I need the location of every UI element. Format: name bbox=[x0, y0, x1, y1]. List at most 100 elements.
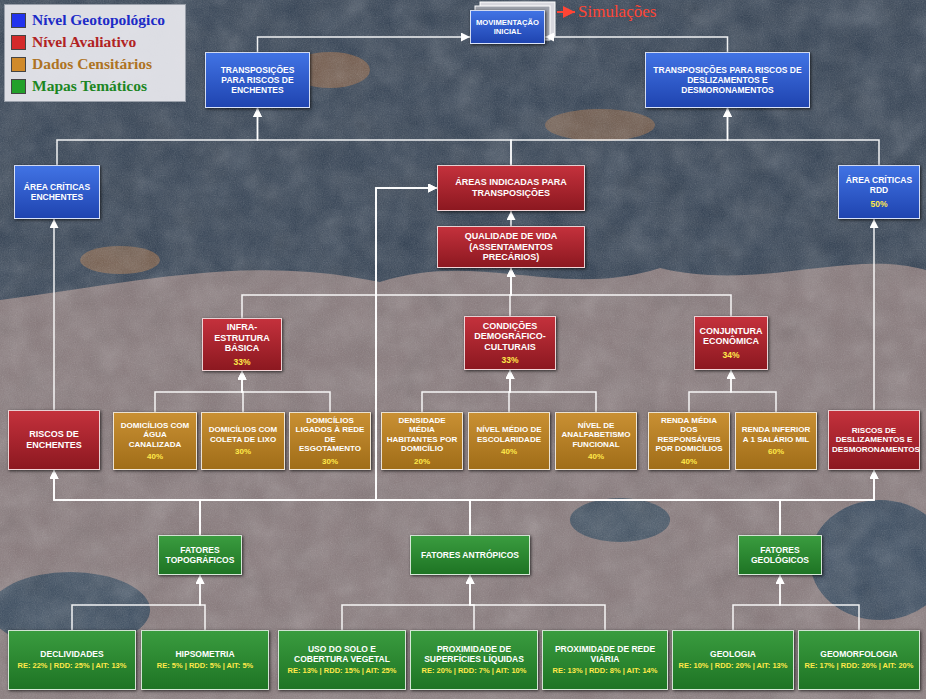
legend-item: Nível Geotopológico bbox=[11, 9, 179, 31]
connector bbox=[470, 575, 605, 630]
node-title: RENDA INFERIOR A 1 SALÁRIO MIL bbox=[739, 425, 813, 444]
connector bbox=[200, 470, 874, 535]
census-data-box: RENDA INFERIOR A 1 SALÁRIO MIL 60% bbox=[735, 412, 817, 470]
connector bbox=[57, 108, 258, 165]
connector bbox=[780, 470, 874, 535]
node-title: ÁREA CRÍTICAS ENCHENTES bbox=[18, 182, 96, 202]
legend-swatch bbox=[11, 57, 26, 72]
node-weight: 40% bbox=[147, 452, 163, 461]
node-weight: 40% bbox=[501, 447, 517, 456]
node-weight: 34% bbox=[722, 350, 739, 360]
node-weight: RE: 17% | RDD: 20% | AIT: 20% bbox=[805, 662, 914, 671]
node-title: GEOMORFOLOGIA bbox=[820, 649, 897, 659]
node-title: RISCOS DE DESLIZAMENTOS E DESMORONAMENTO… bbox=[832, 426, 916, 455]
evaluative-box: CONDIÇÕES DEMOGRÁFICO-CULTURAIS33% bbox=[464, 316, 556, 370]
thematic-map-box: DECLIVIDADES RE: 22% | RDD: 25% | AIT: 13… bbox=[8, 630, 136, 690]
geotopological-box: ÁREA CRÍTICAS RDD 50% bbox=[838, 165, 920, 219]
node-title: USO DO SOLO E COBERTURA VEGETAL bbox=[282, 644, 402, 664]
connector bbox=[510, 211, 512, 226]
node-weight: RE: 22% | RDD: 25% | AIT: 13% bbox=[18, 662, 127, 671]
node-weight: RE: 13% | RDD: 8% | AIT: 14% bbox=[553, 667, 658, 676]
node-title: DOMICÍLIOS COM ÁGUA CANALIZADA bbox=[117, 421, 193, 449]
node-title: ÁREA CRÍTICAS RDD bbox=[842, 175, 916, 195]
geotopological-box: ÁREA CRÍTICAS ENCHENTES bbox=[14, 165, 100, 219]
legend-item: Mapas Temáticos bbox=[11, 75, 179, 97]
connector bbox=[780, 575, 859, 630]
node-weight: 50% bbox=[870, 199, 887, 209]
thematic-map-box: HIPSOMETRIARE: 5% | RDD: 5% | AIT: 5% bbox=[141, 630, 269, 690]
thematic-map-box: PROXIMIDADE DE SUPERFÍCIES LÍQUIDASRE: 2… bbox=[410, 630, 538, 690]
legend-swatch bbox=[11, 79, 26, 94]
legend-swatch bbox=[11, 35, 26, 50]
census-data-box: DENSIDADE MÉDIA HABITANTES POR DOMICÍLIO… bbox=[381, 412, 463, 470]
node-weight: RE: 13% | RDD: 15% | AIT: 25% bbox=[288, 667, 397, 676]
node-weight: RE: 20% | RDD: 7% | AIT: 10% bbox=[422, 667, 527, 676]
connector bbox=[731, 370, 776, 412]
geotopological-box: TRANSPOSIÇÕES PARA RISCOS DE ENCHENTES bbox=[205, 52, 310, 108]
node-title: PROXIMIDADE DE REDE VIÁRIA bbox=[546, 644, 664, 664]
connector bbox=[342, 575, 470, 630]
node-title: DOMICÍLIOS COM COLETA DE LIXO bbox=[205, 425, 281, 444]
thematic-factor-box: FATORES ANTRÓPICOS bbox=[410, 535, 530, 575]
node-title: MOVIMENTAÇÃO INICIAL bbox=[474, 18, 541, 36]
census-data-box: RENDA MÉDIA DOS RESPONSÁVEIS POR DOMICÍL… bbox=[648, 412, 730, 470]
connector bbox=[72, 575, 200, 630]
node-title: NÍVEL DE ANALFABETISMO FUNCIONAL bbox=[559, 421, 633, 449]
census-data-box: DOMICÍLIOS COM COLETA DE LIXO30% bbox=[201, 412, 285, 470]
connector bbox=[54, 470, 470, 535]
connector bbox=[242, 371, 330, 412]
node-weight: 40% bbox=[681, 457, 697, 466]
connector bbox=[242, 268, 511, 318]
evaluative-box: RISCOS DE DESLIZAMENTOS E DESMORONAMENTO… bbox=[828, 410, 920, 470]
node-title: DECLIVIDADES bbox=[40, 649, 103, 659]
node-weight: 33% bbox=[233, 357, 250, 367]
node-weight: RE: 10% | RDD: 20% | AIT: 13% bbox=[679, 662, 788, 671]
connector bbox=[376, 188, 780, 535]
legend-text: Nível Geotopológico bbox=[32, 11, 165, 29]
connector bbox=[511, 108, 728, 165]
legend-item: Nível Avaliativo bbox=[11, 31, 179, 53]
connector bbox=[728, 108, 880, 165]
thematic-factor-box: FATORES TOPOGRÁFICOS bbox=[158, 535, 242, 575]
legend-text: Mapas Temáticos bbox=[32, 77, 147, 95]
thematic-map-box: USO DO SOLO E COBERTURA VEGETAL RE: 13% |… bbox=[278, 630, 406, 690]
legend-swatch bbox=[11, 13, 26, 28]
evaluative-box: QUALIDADE DE VIDA (ASSENTAMENTOS PRECÁRI… bbox=[437, 226, 585, 268]
node-title: RISCOS DE ENCHENTES bbox=[12, 429, 96, 450]
connector bbox=[200, 188, 437, 535]
node-title: INFRA-ESTRUTURA BÁSICA bbox=[206, 322, 278, 354]
legend-text: Nível Avaliativo bbox=[32, 33, 136, 51]
connector bbox=[53, 219, 55, 410]
node-title: TRANSPOSIÇÕES PARA RISCOS DE DESLIZAMENT… bbox=[649, 65, 806, 95]
connector bbox=[54, 470, 200, 535]
connector bbox=[545, 37, 728, 52]
geotopological-box: MOVIMENTAÇÃO INICIAL bbox=[470, 10, 545, 44]
connector bbox=[689, 370, 731, 412]
connector bbox=[733, 575, 780, 630]
connector bbox=[510, 370, 596, 412]
simulation-label: Simulações bbox=[578, 1, 656, 23]
thematic-map-box: GEOLOGIA RE: 10% | RDD: 20% | AIT: 13% bbox=[672, 630, 794, 690]
census-data-box: NÍVEL MÉDIO DE ESCOLARIDADE40% bbox=[468, 412, 550, 470]
node-weight: 33% bbox=[501, 355, 518, 365]
node-title: RENDA MÉDIA DOS RESPONSÁVEIS POR DOMICÍL… bbox=[652, 416, 726, 454]
connector bbox=[200, 575, 205, 630]
node-weight: 60% bbox=[768, 447, 784, 456]
evaluative-box: ÁREAS INDICADAS PARA TRANSPOSIÇÕES bbox=[437, 165, 585, 211]
evaluative-box: RISCOS DE ENCHENTES bbox=[8, 410, 100, 470]
node-title: GEOLOGIA bbox=[710, 649, 756, 659]
legend-text: Dados Censitários bbox=[32, 55, 152, 73]
node-title: TRANSPOSIÇÕES PARA RISCOS DE ENCHENTES bbox=[209, 65, 306, 95]
thematic-map-box: GEOMORFOLOGIA RE: 17% | RDD: 20% | AIT: 2… bbox=[798, 630, 920, 690]
simulation-arrow bbox=[557, 11, 575, 13]
connector bbox=[422, 370, 510, 412]
thematic-map-box: PROXIMIDADE DE REDE VIÁRIA RE: 13% | RDD:… bbox=[542, 630, 668, 690]
connector bbox=[54, 470, 780, 535]
node-title: FATORES TOPOGRÁFICOS bbox=[162, 545, 238, 565]
evaluative-box: INFRA-ESTRUTURA BÁSICA 33% bbox=[202, 318, 282, 371]
connector bbox=[258, 108, 512, 165]
node-title: ÁREAS INDICADAS PARA TRANSPOSIÇÕES bbox=[441, 177, 581, 198]
